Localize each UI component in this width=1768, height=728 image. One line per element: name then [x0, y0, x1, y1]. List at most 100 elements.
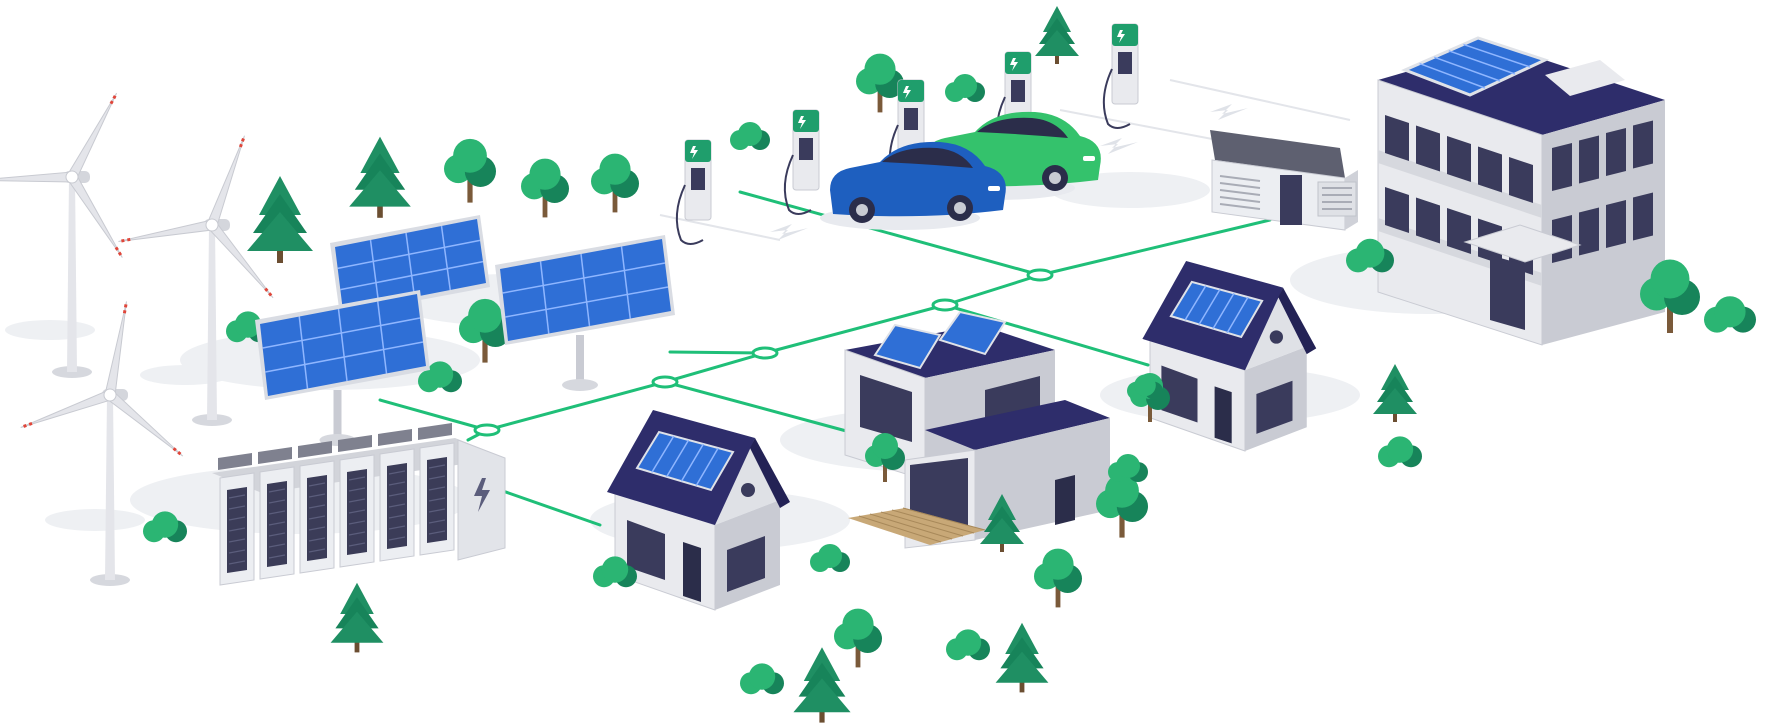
lightning-marking: [1100, 138, 1138, 154]
cell-line: [502, 262, 666, 294]
bush: [1378, 436, 1422, 468]
pine-tree: [247, 176, 313, 263]
bush: [1108, 454, 1148, 482]
turbine-tower: [207, 225, 217, 420]
battery-vent: [388, 525, 406, 530]
bush: [143, 511, 187, 543]
bush: [730, 122, 770, 150]
roof-unit: [1545, 60, 1625, 96]
grid-line: [943, 303, 1150, 367]
pine-layer: [1035, 30, 1079, 56]
battery-vent: [388, 481, 406, 486]
bush-part: [818, 544, 842, 568]
wind-farm: [0, 92, 275, 586]
battery-vent: [348, 487, 366, 492]
grid-line: [663, 380, 852, 434]
bush-part: [601, 556, 629, 583]
house-round-window: [741, 483, 755, 497]
pine-tree: [995, 622, 1049, 693]
panel-base: [562, 379, 598, 391]
charger-top: [1112, 24, 1138, 46]
turbine-blade: [67, 173, 123, 258]
battery-vent: [308, 548, 326, 553]
grid-line: [378, 398, 489, 432]
pine-tree: [349, 136, 411, 218]
office-window: [1633, 192, 1653, 241]
tree-trunk: [1055, 54, 1059, 64]
grid-node: [931, 298, 959, 312]
bush-part: [234, 311, 262, 338]
battery-cap: [258, 447, 292, 464]
entrance-canopy: [1463, 224, 1582, 263]
tree: [856, 53, 904, 113]
tree-crown: [599, 153, 631, 185]
pine-layer: [793, 678, 851, 713]
pine-tree: [330, 582, 384, 653]
tree-trunk: [1000, 542, 1004, 552]
plug-icon: [798, 116, 806, 129]
house-window: [727, 536, 765, 592]
tree-trunk: [354, 640, 360, 653]
cell-line: [1184, 285, 1207, 321]
charger-screen: [691, 168, 705, 190]
turbine-tower: [105, 395, 115, 580]
electric-car-blue: [820, 141, 1006, 230]
bush: [946, 629, 990, 661]
transformer-substation: [1210, 130, 1358, 231]
bush-part: [151, 511, 179, 538]
battery-vent: [348, 542, 366, 547]
pine-layer: [995, 651, 1049, 683]
tree-crown: [872, 433, 898, 459]
tree: [834, 608, 882, 668]
cell-line: [1419, 62, 1486, 89]
cell-line: [1212, 292, 1235, 330]
tree: [1034, 548, 1082, 608]
wind-turbine: [118, 135, 275, 426]
battery-vent: [428, 519, 446, 524]
ground-shadow: [1050, 172, 1210, 208]
cell-line: [580, 253, 591, 327]
battery-vent: [348, 498, 366, 503]
office-window: [1509, 157, 1533, 203]
tree: [1640, 259, 1700, 333]
battery-vent: [388, 503, 406, 508]
house-solar: [1169, 280, 1264, 339]
roof-edge: [1278, 287, 1317, 355]
battery-vent: [228, 527, 246, 532]
deck-plank: [869, 513, 953, 540]
cell-line: [377, 301, 388, 374]
plug-icon: [903, 86, 911, 99]
cell-line: [1433, 56, 1501, 82]
modern-lower-roof: [925, 400, 1110, 450]
trees-front: [143, 259, 1756, 723]
cell-line: [539, 261, 550, 334]
pine-tree: [1035, 6, 1079, 64]
battery-vent: [228, 549, 246, 554]
grid-line: [943, 273, 1042, 307]
substation-vent: [1219, 203, 1261, 210]
tree-trunk: [1393, 412, 1397, 422]
battery-vent: [228, 505, 246, 510]
turbine-blade-tip: [20, 421, 33, 429]
office-window: [1478, 146, 1502, 193]
charger-top: [685, 140, 711, 162]
house-window: [1256, 380, 1293, 434]
turbine-hub: [65, 170, 79, 184]
cell-line: [1463, 43, 1531, 68]
cell-line: [369, 239, 380, 305]
grid-node: [651, 375, 679, 389]
lightning-marking: [1210, 104, 1248, 120]
battery-vent: [308, 493, 326, 498]
plug-icon: [1010, 58, 1018, 71]
tree: [521, 158, 569, 218]
bush-part: [954, 629, 982, 656]
tree-trunk: [1667, 303, 1673, 333]
ev-charger: [675, 139, 712, 245]
wind-turbine: [0, 92, 124, 378]
tree-trunk: [467, 176, 473, 203]
turbine-blade: [20, 389, 113, 428]
bush-part: [1386, 436, 1414, 463]
battery-cap: [338, 435, 372, 452]
cell-line: [440, 225, 451, 291]
cell-line: [337, 239, 481, 270]
